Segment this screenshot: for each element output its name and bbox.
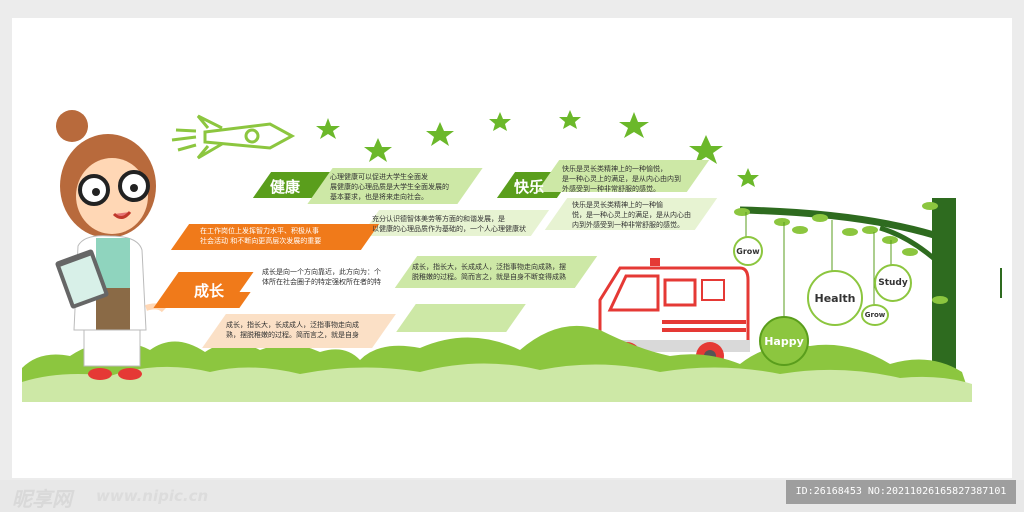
title-growth: 成长 xyxy=(194,282,225,300)
bubble-happy: Happy xyxy=(759,316,809,366)
text-growth1: 成长是向一个方向靠近，此方向为：个 体所在社会圈子的特定强权所在者的特 xyxy=(262,268,381,286)
bubble-health-label: Health xyxy=(814,291,856,305)
text-work: 在工作岗位上发挥智力水平、积极从事 社会活动 和不断向更高层次发展的重要 xyxy=(200,227,322,245)
rocket-icon xyxy=(171,114,296,160)
bubble-study-label: Study xyxy=(878,278,908,288)
text-center: 充分认识德智体美劳等方面的和谐发展，是 以健康的心理品质作为基础的，一个人心理健… xyxy=(372,215,526,233)
bubble-grow-top: Grow xyxy=(733,236,763,266)
banner-empty-green xyxy=(396,304,526,332)
tree-illustration xyxy=(734,198,956,374)
bubble-grow-small-label: Grow xyxy=(864,311,886,319)
text-health: 心理健康可以促进大学生全面发 展健康的心理品质是大学生全面发展的 基本要求，也是… xyxy=(330,173,449,201)
text-growth3: 成长，指长大，长成成人，泛指事物走向成 熟，摆脱稚嫩的过程。简而言之，就是自身 xyxy=(226,321,359,339)
doctor-girl-illustration xyxy=(55,110,167,380)
bubble-grow-top-label: Grow xyxy=(736,246,760,256)
star-icons xyxy=(316,110,759,187)
green-hills xyxy=(22,325,972,402)
bubble-health: Health xyxy=(807,270,863,326)
title-health: 健康 xyxy=(270,178,301,196)
bubble-grow-small: Grow xyxy=(861,304,889,326)
text-growth2: 成长，指长大，长成成人，泛指事物走向成熟，摆 脱稚嫩的过程。简而言之，就是自身不… xyxy=(412,263,566,281)
watermark-id: ID:26168453 NO:20211026165827387101 xyxy=(786,480,1016,504)
watermark-logo: 昵享网 xyxy=(12,487,72,511)
bubble-happy-label: Happy xyxy=(764,334,804,348)
bubble-study: Study xyxy=(874,264,912,302)
title-joy: 快乐 xyxy=(514,178,545,196)
watermark-url: www.nipic.cn xyxy=(96,487,209,505)
edge-marker xyxy=(1000,268,1002,298)
text-joy1: 快乐是灵长类精神上的一种愉悦， 是一种心灵上的满足，是从内心由内到 外感受到一种… xyxy=(562,165,681,193)
text-joy2: 快乐是灵长类精神上的一种愉 悦，是一种心灵上的满足，是从内心由 内到外感受到一种… xyxy=(572,201,691,229)
